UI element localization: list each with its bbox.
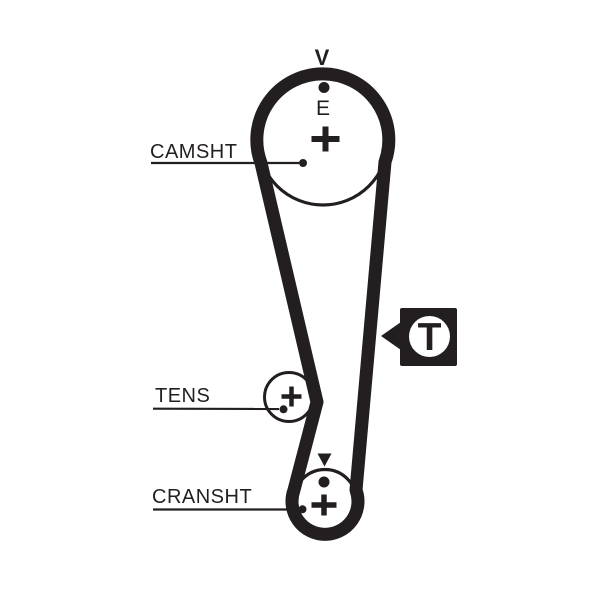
cam-alignment-cross-icon	[311, 126, 340, 152]
tensioner-leader-dot	[279, 405, 288, 414]
tension-marker-badge: T	[381, 308, 457, 366]
cam-v-marker: V	[315, 45, 330, 70]
cam-e-marker: E	[316, 97, 330, 120]
tensioner-cross-icon	[281, 386, 302, 407]
crank-alignment-cross-icon	[311, 494, 337, 516]
tension-marker-circle	[409, 316, 450, 357]
crank-timing-dot-icon	[318, 476, 330, 488]
camshaft-leader-dot	[299, 159, 307, 167]
crank-direction-triangle-icon	[317, 453, 332, 467]
cam-timing-dot-icon	[318, 82, 330, 93]
tensioner-label: TENS	[155, 385, 210, 407]
camshaft-label: CAMSHT	[150, 141, 237, 163]
camshaft-pulley	[256, 73, 390, 207]
tension-t-letter: T	[418, 316, 442, 359]
crankshaft-label: CRANSHT	[152, 486, 252, 508]
tensioner-pulley	[263, 371, 315, 423]
tension-marker-arrow-icon	[381, 322, 401, 350]
crankshaft-leader-dot	[298, 505, 307, 514]
crankshaft-pulley	[291, 467, 359, 535]
